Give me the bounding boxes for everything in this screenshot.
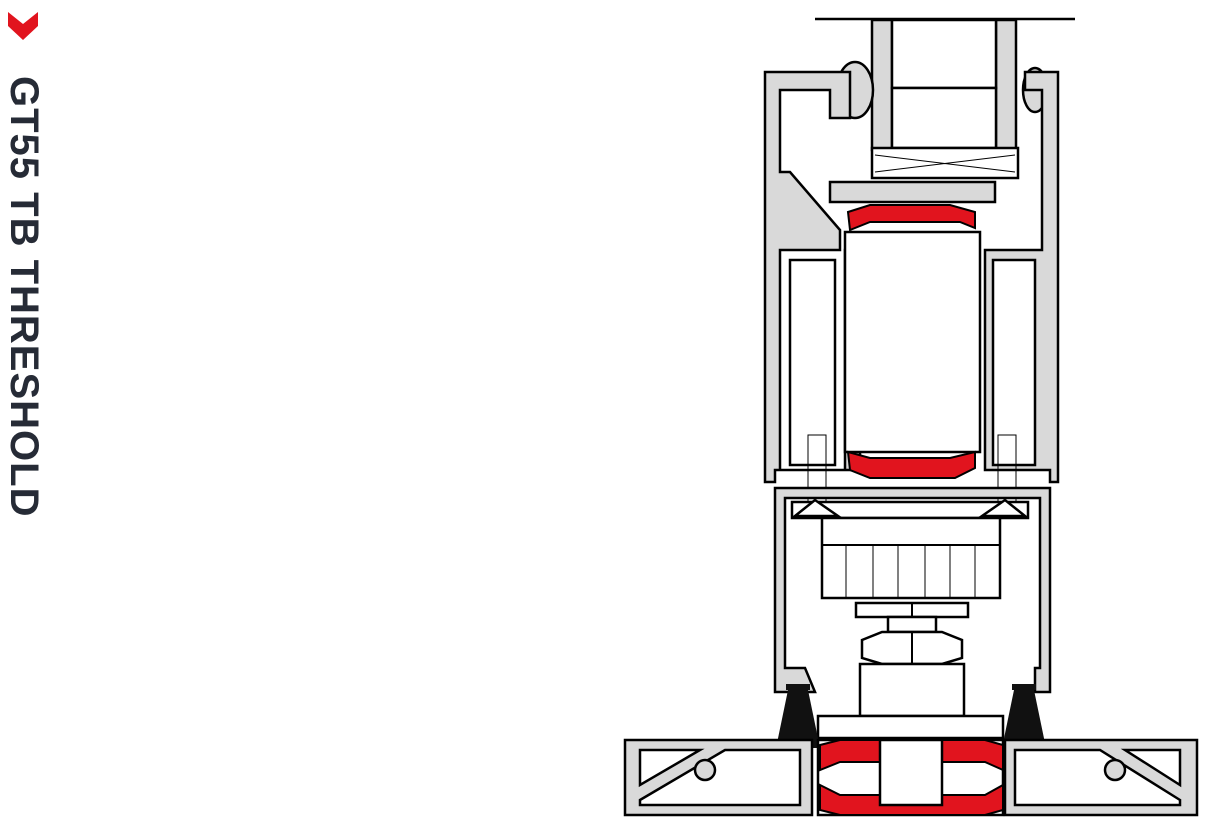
sash-profile [763,70,1060,506]
thermal-break-lower [846,450,976,479]
brush-seal-left [776,690,820,748]
thermal-break-upper [846,204,976,232]
brush-seal-right [1002,690,1046,748]
threshold-profile [623,738,1199,817]
drop-seal-channel [773,486,1052,748]
glazing-unit [835,18,1049,180]
chevron-down-icon [8,12,38,40]
